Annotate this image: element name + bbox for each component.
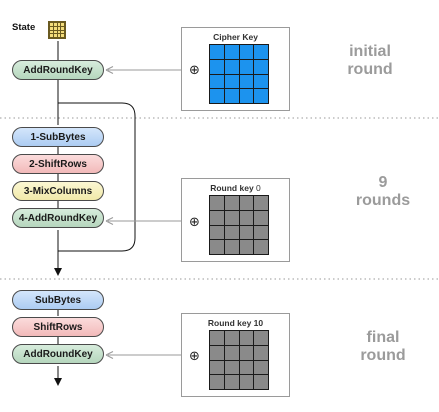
round-key-title-text: Round key — [210, 183, 254, 193]
final-round-label: final round — [328, 329, 438, 365]
round-subbytes-step: 1-SubBytes — [12, 127, 104, 147]
final-round-label-line2: round — [360, 347, 406, 364]
xor-icon: ⊕ — [189, 214, 200, 229]
cipher-key-title: Cipher Key — [213, 32, 258, 42]
initial-round-label-line2: round — [347, 61, 393, 78]
round-addroundkey-step: 4-AddRoundKey — [12, 208, 104, 228]
final-round-label-line1: final — [366, 329, 400, 346]
initial-round-label: initial round — [315, 43, 425, 79]
final-shiftrows-step: ShiftRows — [12, 317, 104, 337]
final-round-key-box: Round key 10 ⊕ — [181, 313, 290, 397]
final-addroundkey-step: AddRoundKey — [12, 344, 104, 364]
key-arrowhead-final — [105, 351, 114, 359]
xor-icon: ⊕ — [189, 62, 200, 77]
cipher-key-grid — [209, 44, 269, 104]
middle-round-label-line1: 9 — [378, 174, 388, 191]
state-label: State — [12, 22, 36, 33]
round-key-index: 0 — [256, 183, 261, 193]
key-arrowhead-round — [105, 217, 114, 225]
round-key-grid — [209, 195, 269, 255]
state-matrix-icon — [48, 21, 66, 39]
round-key-title: Round key 0 — [182, 183, 289, 193]
initial-addroundkey-step: AddRoundKey — [12, 60, 104, 80]
middle-round-label-line2: rounds — [355, 192, 411, 209]
key-arrowhead-initial — [105, 66, 114, 74]
round-mixcolumns-step: 3-MixColumns — [12, 181, 104, 201]
initial-round-label-line1: initial — [349, 43, 391, 60]
loop-path — [58, 102, 136, 252]
middle-round-label: 9 rounds — [328, 174, 438, 210]
cipher-key-box: Cipher Key ⊕ — [181, 27, 290, 111]
round-key-box: Round key 0 ⊕ — [181, 178, 290, 262]
xor-icon: ⊕ — [189, 348, 200, 363]
round-shiftrows-step: 2-ShiftRows — [12, 154, 104, 174]
final-subbytes-step: SubBytes — [12, 290, 104, 310]
final-round-key-title: Round key 10 — [207, 318, 264, 328]
final-round-key-grid — [209, 330, 269, 390]
